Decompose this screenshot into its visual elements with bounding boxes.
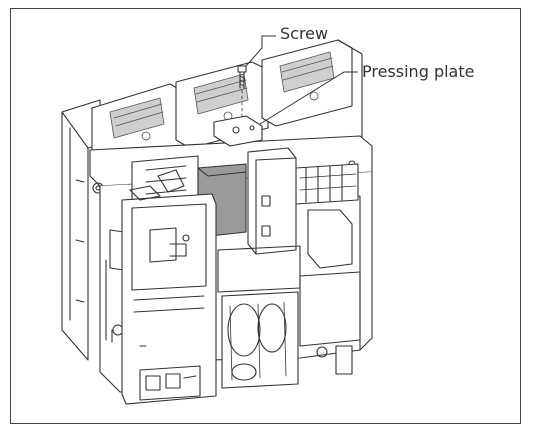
vent-grilles (109, 51, 335, 141)
pressing-plate-leader (259, 71, 358, 125)
pressing-plate (213, 115, 263, 147)
screw-label: Screw (280, 24, 329, 43)
rear-housing (61, 99, 101, 361)
screw (237, 65, 247, 119)
pressing-plate-label: Pressing plate (362, 62, 475, 81)
screw-leader (245, 35, 276, 67)
front-panel (121, 169, 217, 405)
